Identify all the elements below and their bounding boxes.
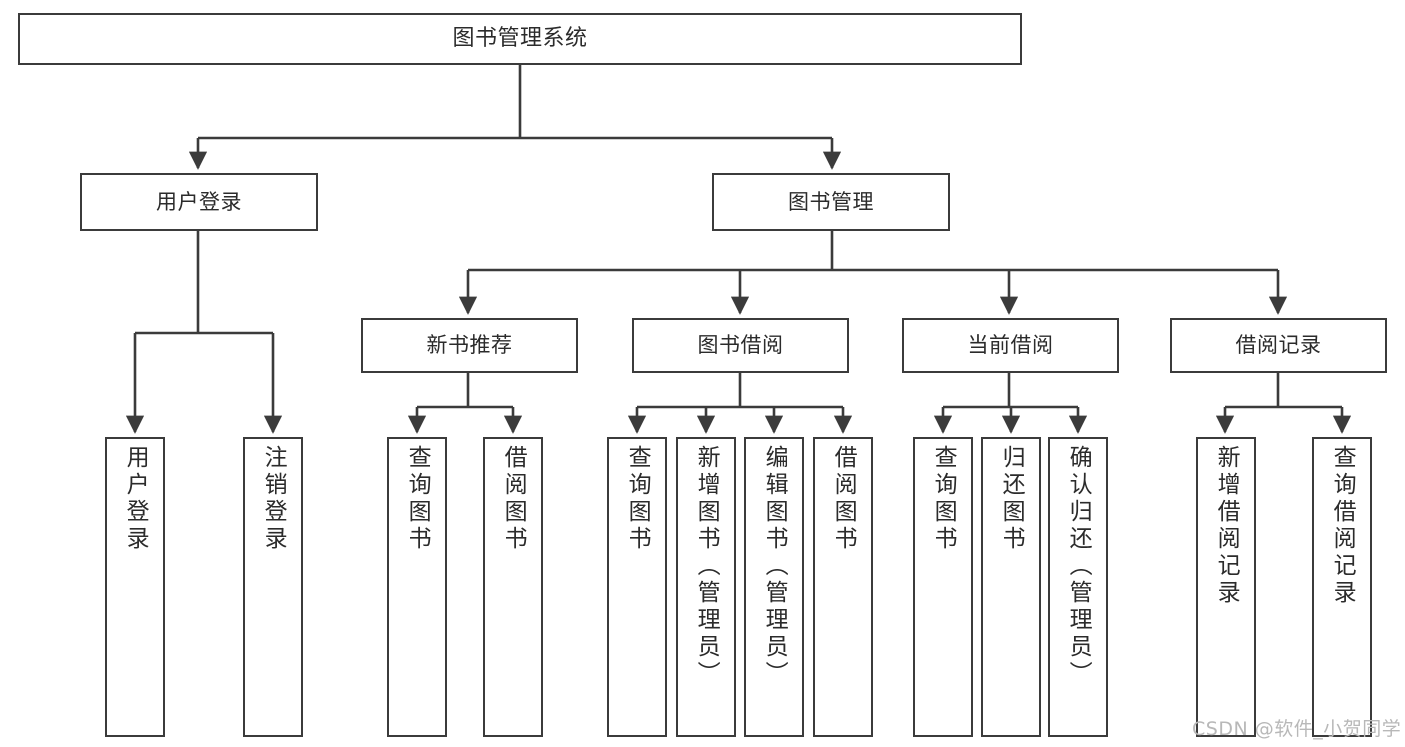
node-label: 借阅记录	[1235, 333, 1322, 358]
leaf-book-borrow-add[interactable]: 新增图书（管理员）	[676, 437, 736, 737]
node-user-login[interactable]: 用户登录	[80, 173, 318, 231]
node-label: 当前借阅	[967, 333, 1054, 358]
leaf-current-borrow-return[interactable]: 归还图书	[981, 437, 1041, 737]
leaf-new-book-query[interactable]: 查询图书	[387, 437, 447, 737]
node-label: 用户登录	[156, 189, 242, 214]
leaf-book-borrow-edit[interactable]: 编辑图书（管理员）	[744, 437, 804, 737]
node-label: 新增图书（管理员）	[693, 445, 720, 688]
leaf-user-login-signin[interactable]: 用户登录	[105, 437, 165, 737]
watermark-text: CSDN @软件_小贺同学	[1192, 718, 1402, 740]
node-borrow-record[interactable]: 借阅记录	[1170, 318, 1387, 373]
node-label: 图书借阅	[697, 333, 784, 358]
node-new-book-recommend[interactable]: 新书推荐	[361, 318, 578, 373]
node-book-management[interactable]: 图书管理	[712, 173, 950, 231]
leaf-user-login-signout[interactable]: 注销登录	[243, 437, 303, 737]
node-label: 查询借阅记录	[1329, 445, 1356, 607]
leaf-borrow-record-query[interactable]: 查询借阅记录	[1312, 437, 1372, 737]
node-label: 用户登录	[122, 445, 149, 553]
node-label: 图书管理	[788, 189, 874, 214]
leaf-borrow-record-add[interactable]: 新增借阅记录	[1196, 437, 1256, 737]
node-label: 借阅图书	[830, 445, 857, 553]
leaf-book-borrow-query[interactable]: 查询图书	[607, 437, 667, 737]
leaf-new-book-borrow[interactable]: 借阅图书	[483, 437, 543, 737]
node-label: 新书推荐	[426, 333, 513, 358]
leaf-book-borrow-borrow[interactable]: 借阅图书	[813, 437, 873, 737]
node-label: 归还图书	[998, 445, 1025, 553]
node-label: 借阅图书	[500, 445, 527, 553]
node-label: 确认归还（管理员）	[1065, 445, 1092, 688]
leaf-current-borrow-query[interactable]: 查询图书	[913, 437, 973, 737]
node-label: 注销登录	[260, 445, 287, 553]
node-label: 查询图书	[404, 445, 431, 553]
node-label: 查询图书	[930, 445, 957, 553]
node-label: 编辑图书（管理员）	[761, 445, 788, 688]
node-book-borrow[interactable]: 图书借阅	[632, 318, 849, 373]
node-current-borrow[interactable]: 当前借阅	[902, 318, 1119, 373]
node-label: 新增借阅记录	[1213, 445, 1240, 607]
node-label: 查询图书	[624, 445, 651, 553]
node-label: 图书管理系统	[452, 26, 588, 52]
leaf-current-borrow-confirm-return[interactable]: 确认归还（管理员）	[1048, 437, 1108, 737]
node-root-system[interactable]: 图书管理系统	[18, 13, 1022, 65]
